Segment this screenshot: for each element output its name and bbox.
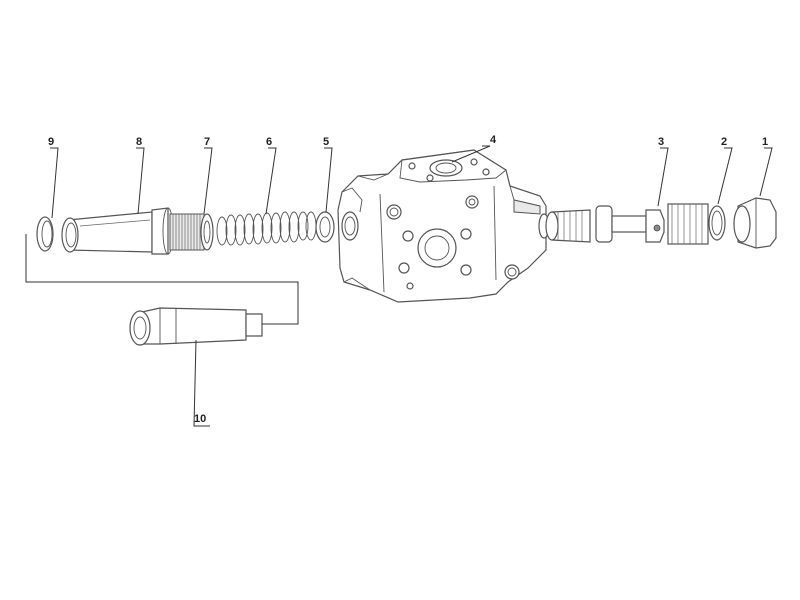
callout-1: 1 <box>762 136 768 148</box>
part-5-seal <box>315 211 335 243</box>
callout-7: 7 <box>204 136 210 148</box>
part-10-cartridge <box>129 307 263 346</box>
part-6-spring <box>216 211 317 246</box>
part-1-plug <box>733 197 777 249</box>
leader-lines <box>50 145 773 427</box>
part-9-o-ring <box>36 216 54 252</box>
callout-8: 8 <box>136 136 142 148</box>
callout-9: 9 <box>48 136 54 148</box>
callout-6: 6 <box>266 136 272 148</box>
callout-5: 5 <box>323 136 329 148</box>
part-2-adjuster <box>667 203 726 245</box>
part-3-spool <box>545 205 665 243</box>
part-7-nut <box>169 213 214 251</box>
callout-2: 2 <box>721 136 727 148</box>
part-4-valve-body <box>337 149 550 303</box>
callout-4: 4 <box>490 134 497 146</box>
callout-10: 10 <box>194 413 206 425</box>
part-8-sleeve <box>61 207 174 255</box>
callout-3: 3 <box>658 136 664 148</box>
assembly-path-line <box>25 234 299 325</box>
